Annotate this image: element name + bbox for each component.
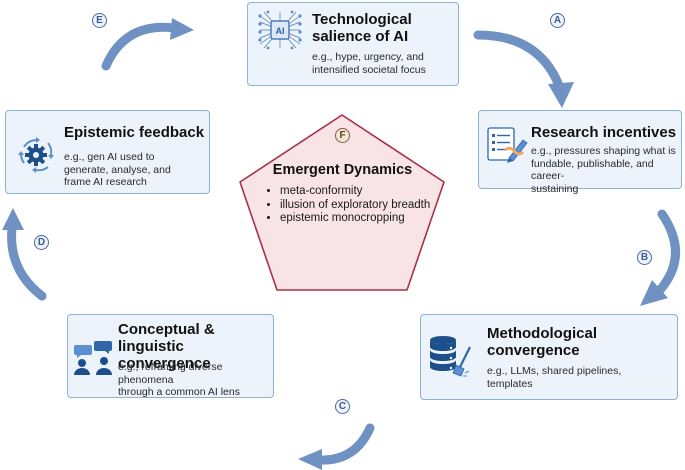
gear-cycle-icon bbox=[18, 137, 54, 173]
node-b-title: Research incentives bbox=[531, 124, 677, 141]
center-list: meta-conformity illusion of exploratory … bbox=[266, 185, 450, 226]
node-c-desc-line1: e.g., LLMs, shared pipelines, bbox=[487, 365, 622, 377]
people-conversation-icon bbox=[74, 341, 112, 375]
node-d-title-line2: convergence bbox=[118, 355, 211, 372]
center-title: Emergent Dynamics bbox=[272, 162, 413, 178]
node-c-title-line1: Methodological bbox=[487, 325, 597, 342]
list-item: meta-conformity bbox=[280, 185, 450, 199]
node-a-title-line2: salience of AI bbox=[312, 28, 409, 45]
label-e: E bbox=[92, 13, 107, 28]
node-b-desc-line3: sustaining bbox=[531, 182, 579, 195]
database-broom-icon bbox=[430, 336, 471, 377]
emergent-dynamics-pentagon bbox=[239, 114, 445, 291]
node-b-desc-line2: fundable, publishable, and career- bbox=[531, 157, 654, 183]
checklist-pen-icon bbox=[487, 127, 528, 163]
list-item: illusion of exploratory breadth bbox=[280, 199, 450, 213]
node-e-desc-line3: frame AI research bbox=[64, 176, 147, 188]
node-methodological-convergence: Methodological convergence e.g., LLMs, s… bbox=[420, 314, 678, 400]
node-a-desc-line1: e.g., hype, urgency, and bbox=[312, 51, 424, 63]
node-a-title-line1: Technological bbox=[312, 11, 412, 28]
node-d-desc-line2: through a common AI lens bbox=[118, 386, 240, 398]
svg-text:AI: AI bbox=[276, 26, 285, 36]
node-c-desc-line2: templates bbox=[487, 377, 533, 390]
node-research-incentives: Research incentives e.g., pressures shap… bbox=[478, 110, 682, 195]
label-a: A bbox=[550, 13, 565, 28]
node-conceptual-linguistic-convergence: Conceptual & linguistic convergence e.g.… bbox=[67, 314, 274, 398]
label-d: D bbox=[34, 235, 49, 250]
ai-chip-icon: AI bbox=[258, 10, 302, 50]
label-b: B bbox=[637, 250, 652, 265]
node-e-desc-line2: generate, analyse, and bbox=[64, 163, 171, 176]
node-a-desc-line2: intensified societal focus bbox=[312, 63, 426, 76]
node-c-title-line2: convergence bbox=[487, 342, 580, 359]
node-b-desc-line1: e.g., pressures shaping what is bbox=[531, 145, 676, 157]
list-item: epistemic monocropping bbox=[280, 212, 450, 226]
label-f: F bbox=[335, 128, 350, 143]
node-e-desc-line1: e.g., gen AI used to bbox=[64, 151, 155, 163]
node-technological-salience: AI Technological salience of AI e.g., hy… bbox=[247, 2, 459, 86]
node-epistemic-feedback: Epistemic feedback e.g., gen AI used to … bbox=[5, 110, 210, 194]
node-d-desc-line1: e.g., reframing diverse phenomena bbox=[118, 361, 223, 386]
node-d-title-line1: Conceptual & linguistic bbox=[118, 321, 215, 355]
node-e-title: Epistemic feedback bbox=[64, 124, 205, 141]
label-c: C bbox=[335, 399, 350, 414]
